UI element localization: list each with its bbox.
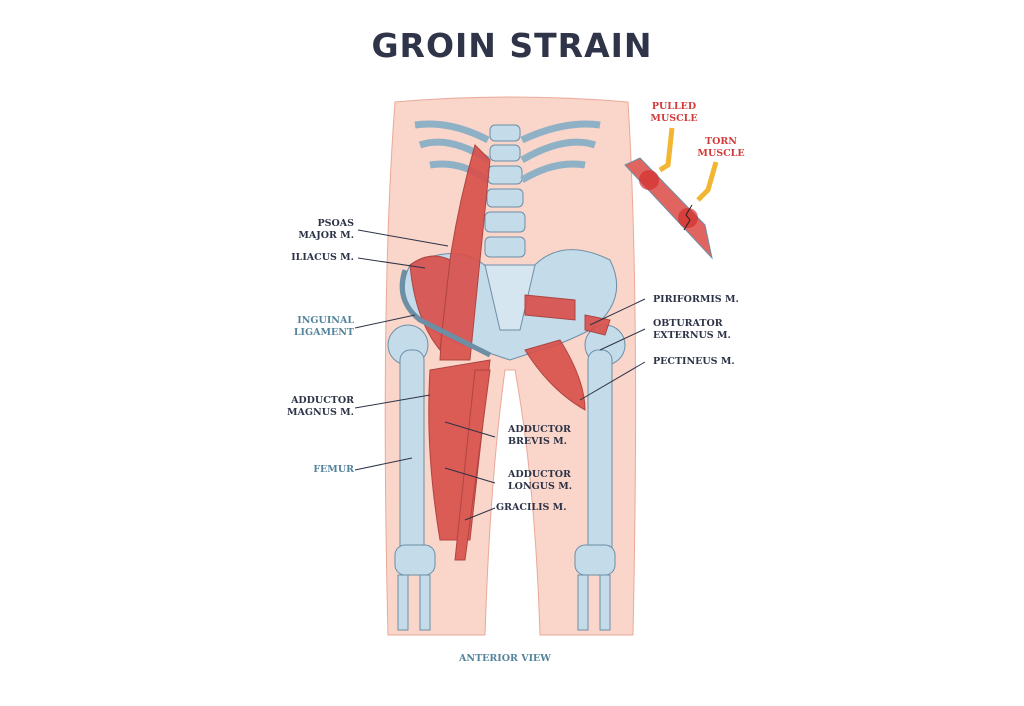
label-piriformis: PIRIFORMIS M. xyxy=(653,294,739,305)
label-pectineus: PECTINEUS M. xyxy=(653,356,735,367)
sacrum xyxy=(484,264,536,331)
label-inguinal-ligament: INGUINAL LIGAMENT xyxy=(293,315,354,338)
label-adductor-longus: ADDUCTOR LONGUS M. xyxy=(508,469,573,492)
label-adductor-brevis: ADDUCTOR BREVIS M. xyxy=(508,424,571,447)
spine xyxy=(484,124,526,258)
page-title: GROIN STRAIN xyxy=(371,26,653,65)
label-psoas-major: PSOAS MAJOR M. xyxy=(298,218,354,241)
gracilis xyxy=(454,369,491,561)
pulled-arrow xyxy=(658,127,675,173)
pulled-spot xyxy=(639,170,659,190)
pectineus xyxy=(524,339,586,411)
torn-arrow xyxy=(696,161,719,202)
femurs xyxy=(387,324,626,631)
obturator xyxy=(584,314,611,336)
label-femur: FEMUR xyxy=(313,464,354,475)
tear-line xyxy=(683,204,693,231)
label-pulled-muscle: PULLED MUSCLE xyxy=(650,101,698,124)
muscles xyxy=(409,144,611,561)
caption-anterior-view: ANTERIOR VIEW xyxy=(459,653,551,664)
label-obturator-externus: OBTURATOR EXTERNUS M. xyxy=(653,318,731,341)
iliacus xyxy=(409,255,451,352)
inguinal-ligament xyxy=(399,269,492,358)
ribs-right xyxy=(520,120,601,184)
label-torn-muscle: TORN MUSCLE xyxy=(697,136,745,159)
leader-lines xyxy=(354,229,646,521)
label-adductor-magnus: ADDUCTOR MAGNUS M. xyxy=(287,395,354,418)
label-iliacus: ILIACUS M. xyxy=(291,252,354,263)
muscle-strain-inset xyxy=(624,127,719,260)
piriformis xyxy=(524,294,576,321)
label-gracilis: GRACILIS M. xyxy=(496,502,567,513)
